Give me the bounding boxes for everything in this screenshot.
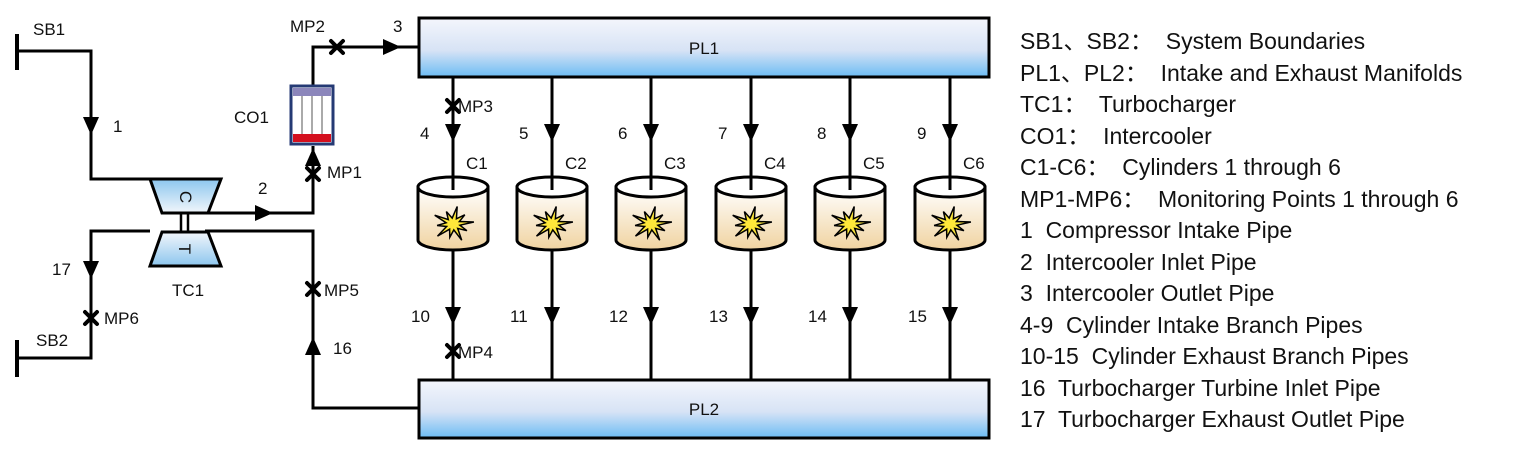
intake-flow-arrow-icon (942, 124, 958, 142)
intake-branch-label: 5 (519, 124, 528, 143)
pipe-17 (17, 229, 150, 360)
legend: SB1、SB2： System Boundaries PL1、PL2： Inta… (1020, 26, 1462, 436)
exhaust-branch-label: 10 (411, 307, 430, 326)
legend-item: 4-9 Cylinder Intake Branch Pipes (1020, 311, 1363, 338)
mp1-label: MP1 (327, 163, 362, 182)
combustion-spark-icon (732, 206, 773, 241)
intake-flow-arrow-icon (544, 124, 560, 142)
exhaust-flow-arrow-icon (445, 307, 461, 325)
mp3-label: MP3 (458, 97, 493, 116)
legend-item: MP1-MP6： Monitoring Points 1 through 6 (1020, 185, 1459, 212)
pipe-1-flow-arrow (83, 117, 99, 135)
intake-branch-label: 9 (917, 124, 926, 143)
exhaust-branch-label: 15 (908, 307, 927, 326)
legend-item: 10-15 Cylinder Exhaust Branch Pipes (1020, 343, 1409, 369)
intake-flow-arrow-icon (445, 124, 461, 142)
cylinder-6-assembly: 9 15 C6 (908, 77, 987, 380)
intake-manifold-label: PL1 (689, 39, 719, 58)
pipe-1-label: 1 (113, 117, 122, 136)
intake-flow-arrow-icon (643, 124, 659, 142)
pipe-2-label: 2 (258, 179, 267, 198)
pipe-2-upflow-arrow (305, 148, 321, 166)
intake-branch-label: 8 (817, 124, 826, 143)
cylinder-5-assembly: 8 14 C5 (808, 77, 887, 380)
pipe-16 (205, 229, 419, 410)
exhaust-flow-arrow-icon (544, 307, 560, 325)
intake-branch-label: 6 (618, 124, 627, 143)
cylinder-2-assembly: 5 11 C2 (510, 77, 589, 380)
mp5-label: MP5 (324, 281, 359, 300)
turbine-body (147, 230, 224, 268)
combustion-spark-icon (931, 206, 972, 241)
intake-branch-label: 4 (420, 124, 429, 143)
cylinder-label: C2 (565, 154, 587, 173)
sb2-label: SB2 (36, 331, 68, 350)
pipe-2-flow-arrow (255, 205, 273, 221)
cylinder-1-assembly: 4 10 C1 (411, 77, 490, 380)
pipe-17-flow-arrow (83, 261, 99, 279)
mp4-label: MP4 (458, 343, 493, 362)
compressor-body (147, 177, 224, 215)
sb1-label: SB1 (33, 20, 65, 39)
combustion-spark-icon (434, 206, 475, 241)
exhaust-flow-arrow-icon (743, 307, 759, 325)
legend-item: 2 Intercooler Inlet Pipe (1020, 248, 1257, 275)
intake-flow-arrow-icon (842, 124, 858, 142)
intercooler: CO1 (234, 84, 335, 146)
intercooler-label: CO1 (234, 108, 269, 127)
cylinder-label: C1 (466, 154, 488, 173)
pipe-16-flow-arrow (305, 337, 321, 355)
exhaust-manifold-label: PL2 (689, 400, 719, 419)
legend-item: 16 Turbocharger Turbine Inlet Pipe (1020, 374, 1381, 401)
legend-item: 17 Turbocharger Exhaust Outlet Pipe (1020, 406, 1405, 432)
pipe-3 (311, 45, 419, 85)
pipe-17-label: 17 (52, 260, 71, 279)
pipe-1 (17, 49, 150, 181)
cylinder-label: C4 (764, 154, 786, 173)
combustion-spark-icon (533, 206, 574, 241)
legend-item: C1-C6： Cylinders 1 through 6 (1020, 154, 1341, 180)
turbine-glyph: T (175, 244, 194, 254)
cylinder-label: C6 (963, 154, 985, 173)
exhaust-branch-label: 12 (609, 307, 628, 326)
exhaust-manifold: PL2 (417, 378, 991, 440)
pipe-3-flow-arrow (383, 39, 401, 55)
turbocharger: C T TC1 (147, 177, 224, 300)
combustion-spark-icon (632, 206, 673, 241)
legend-item: SB1、SB2： System Boundaries (1020, 28, 1366, 54)
intake-manifold: PL1 (417, 16, 991, 79)
exhaust-flow-arrow-icon (842, 307, 858, 325)
branch-pipes: 4 10 C1 5 11 C2 6 12 C3 7 13 C4 8 14 C5 9 15 C6 (411, 77, 987, 380)
combustion-spark-icon (831, 206, 872, 241)
legend-item: PL1、PL2： Intake and Exhaust Manifolds (1020, 59, 1463, 86)
legend-item: 1 Compressor Intake Pipe (1020, 217, 1293, 243)
cylinder-4-assembly: 7 13 C4 (709, 77, 788, 380)
legend-item: CO1： Intercooler (1020, 122, 1212, 149)
exhaust-flow-arrow-icon (942, 307, 958, 325)
pipe-network (15, 34, 419, 410)
legend-item: 3 Intercooler Outlet Pipe (1020, 280, 1275, 306)
mp2-label: MP2 (290, 17, 325, 36)
exhaust-branch-label: 11 (510, 307, 528, 326)
pipe-3-label: 3 (393, 17, 402, 36)
turbocharger-label: TC1 (172, 281, 204, 300)
cylinder-3-assembly: 6 12 C3 (609, 77, 688, 380)
intake-branch-label: 7 (718, 124, 727, 143)
exhaust-branch-label: 13 (709, 307, 728, 326)
compressor-glyph: C (176, 191, 195, 203)
exhaust-flow-arrow-icon (643, 307, 659, 325)
intake-flow-arrow-icon (743, 124, 759, 142)
pipe-2 (205, 146, 315, 215)
legend-item: TC1： Turbocharger (1020, 91, 1237, 117)
exhaust-branch-label: 14 (808, 307, 827, 326)
cylinder-label: C5 (863, 154, 885, 173)
mp6-label: MP6 (104, 309, 139, 328)
cylinder-label: C3 (664, 154, 686, 173)
pipe-16-label: 16 (333, 339, 352, 358)
